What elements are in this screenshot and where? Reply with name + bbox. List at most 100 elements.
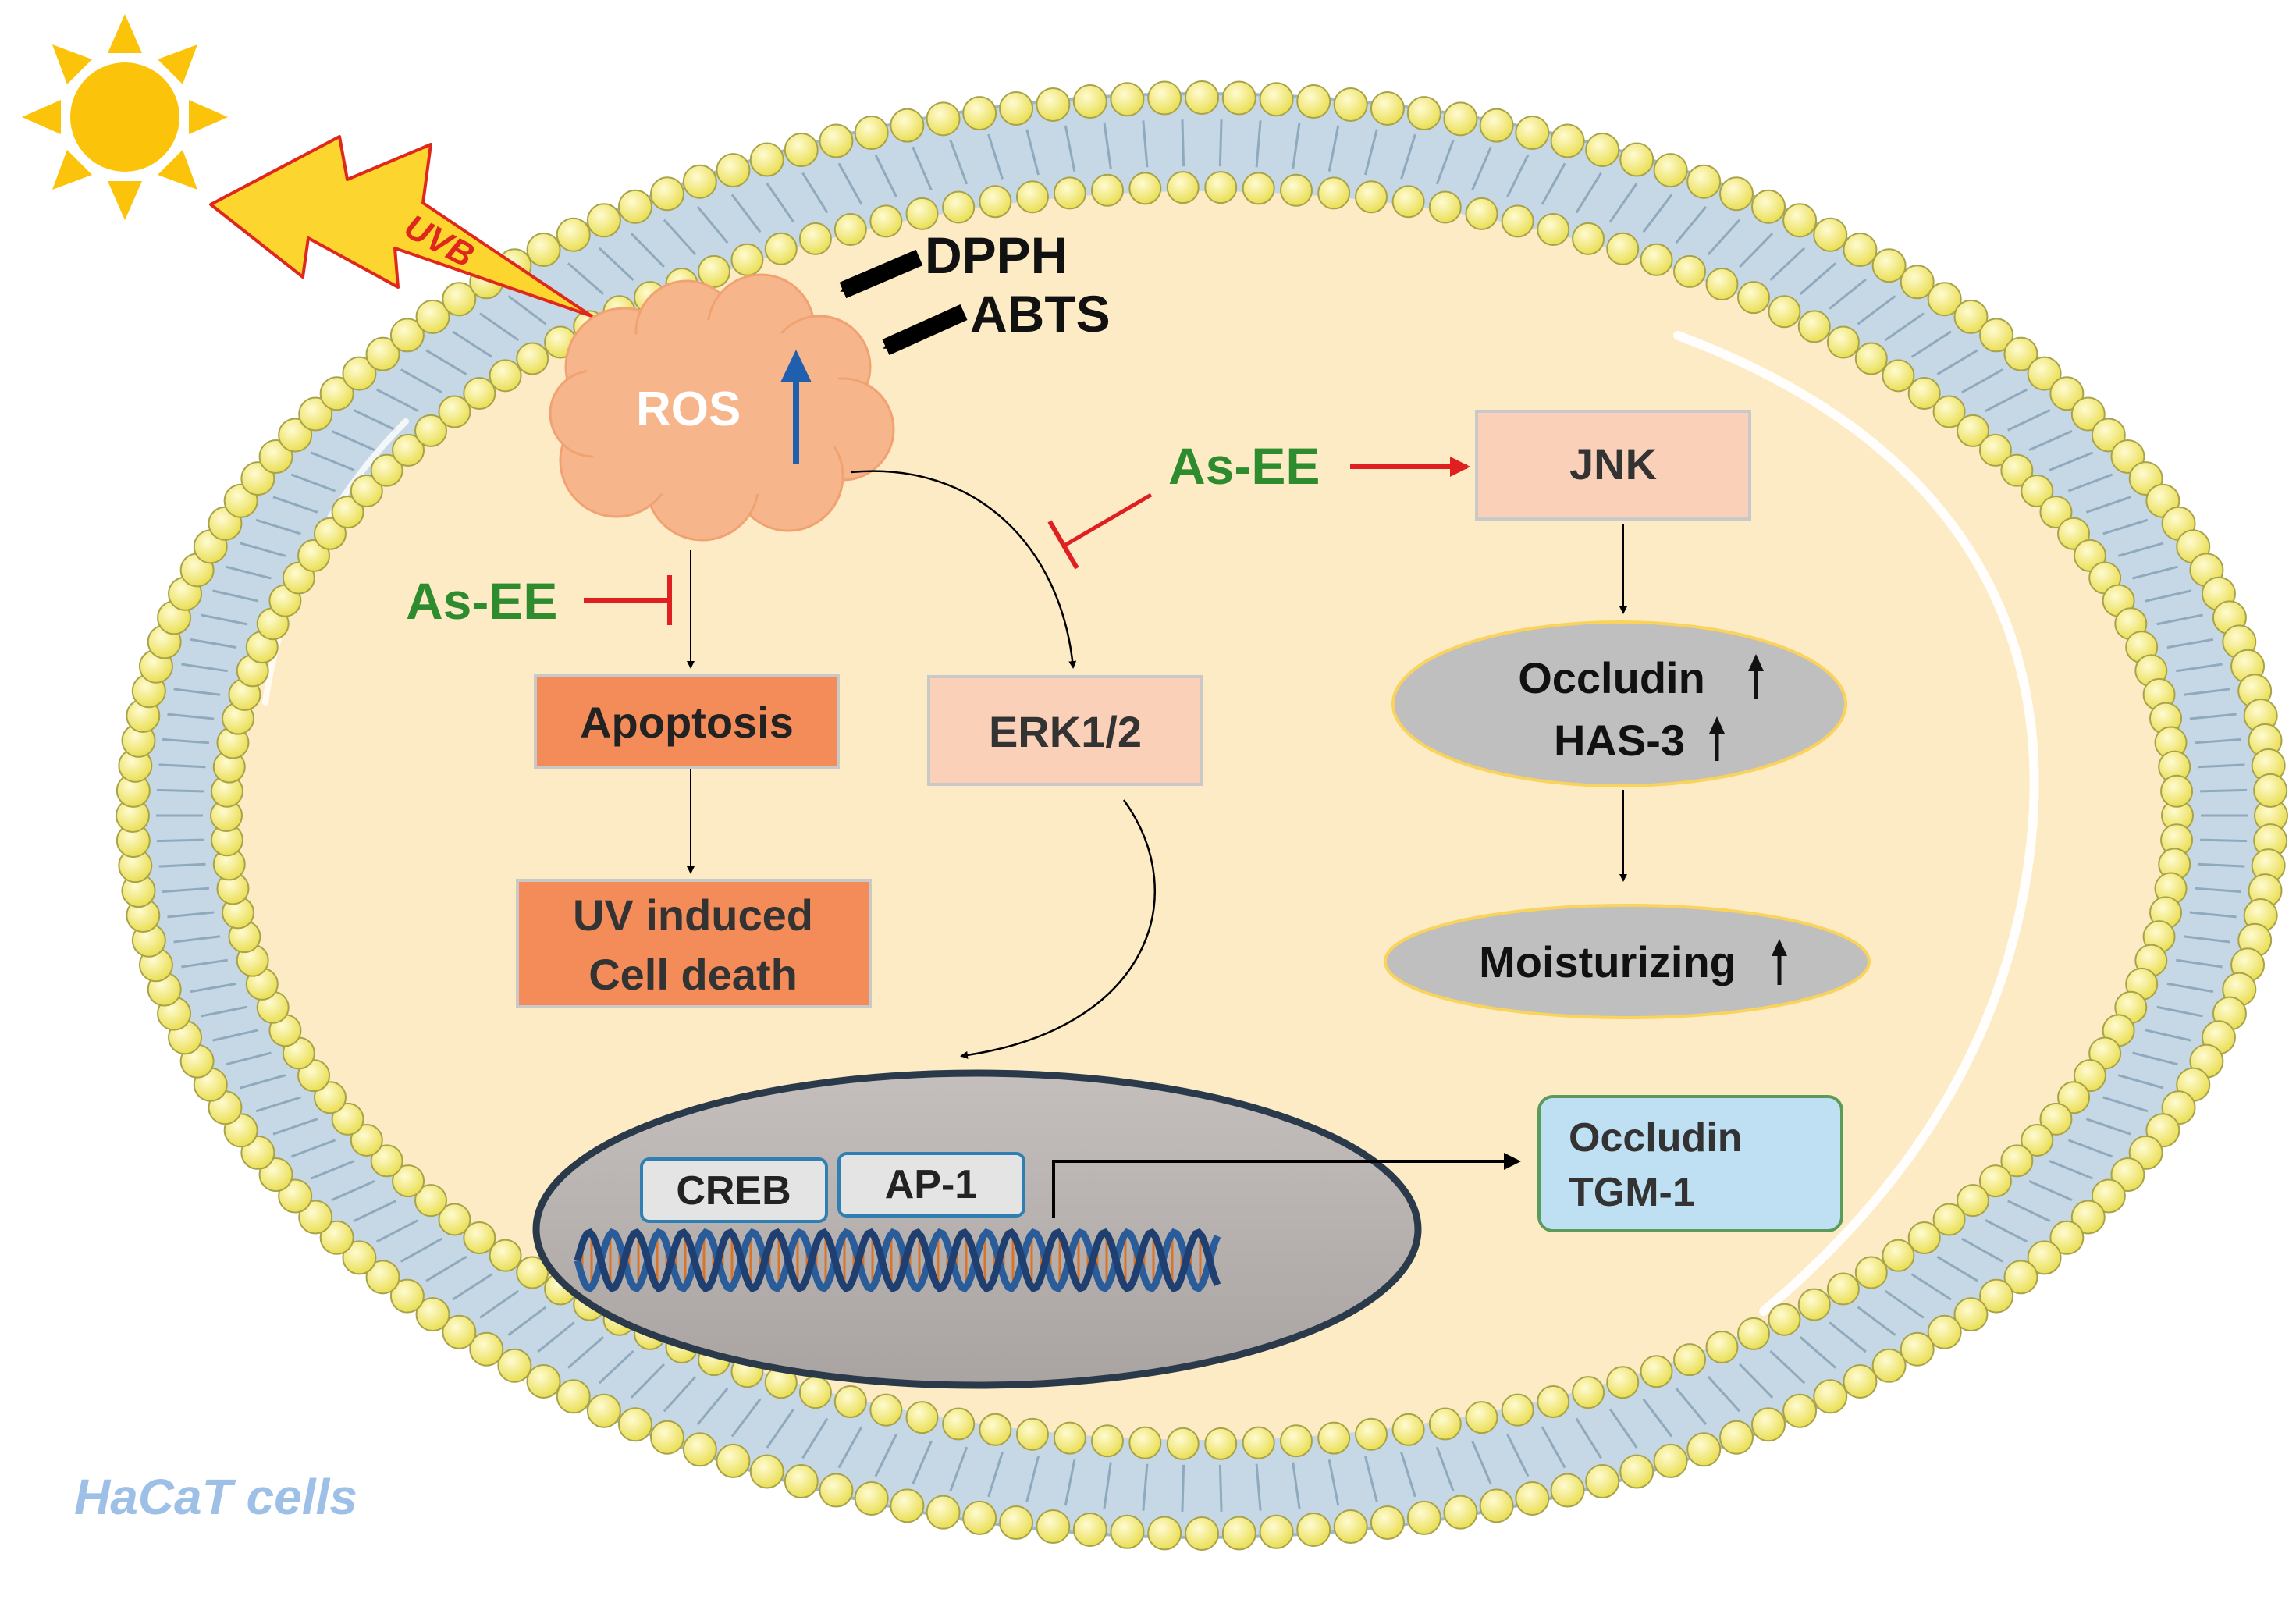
lipid-tail	[537, 1321, 575, 1353]
lipid-head	[298, 1200, 333, 1235]
lipid-tail	[1541, 162, 1566, 205]
lipid-head	[1391, 1413, 1425, 1446]
lipid-tail	[2189, 713, 2237, 720]
lipid-head	[342, 356, 377, 391]
lipid-tail	[801, 172, 829, 214]
lipid-tail	[1218, 1464, 1223, 1512]
lipid-head	[1619, 142, 1654, 177]
lipid-head	[890, 108, 925, 143]
lipid-tail	[1400, 1452, 1416, 1498]
lipid-tail	[1936, 349, 1978, 375]
lipid-head	[1686, 1432, 1722, 1467]
lipid-head	[1428, 1407, 1462, 1441]
lipid-head	[730, 243, 764, 276]
lipid-head	[2091, 418, 2126, 453]
lipid-head	[1572, 1376, 1605, 1409]
lipid-tail	[2156, 1005, 2203, 1018]
lipid-tail	[158, 862, 206, 868]
lipid-head	[1090, 173, 1124, 207]
lipid-head	[1737, 281, 1771, 315]
lipid-tail	[2176, 958, 2223, 969]
lipid-head	[1843, 1363, 1878, 1399]
lipid-tail	[2189, 911, 2237, 919]
lipid-head	[869, 1393, 903, 1427]
lipid-tail	[2028, 429, 2073, 451]
lipid-tail	[1025, 1456, 1040, 1502]
as-ee-inhibit-erk-line	[1061, 492, 1153, 549]
lipid-head	[1826, 325, 1860, 359]
lipid-head	[516, 1256, 549, 1289]
ap1-label: AP-1	[885, 1162, 977, 1207]
dna-strand	[574, 1228, 1221, 1293]
lipid-tail	[598, 247, 634, 282]
lipid-head	[1705, 1331, 1739, 1364]
lipid-head	[586, 1393, 621, 1428]
lipid-head	[1932, 395, 1966, 428]
lipid-tail	[425, 1256, 467, 1282]
dpph-label: DPPH	[925, 226, 1068, 284]
lipid-head	[414, 414, 448, 447]
dpph-arrow-icon	[839, 249, 923, 299]
lipid-tail	[2049, 1160, 2094, 1180]
lipid-head	[414, 1184, 448, 1218]
lipid-head	[1185, 80, 1219, 115]
lipid-tail	[2200, 788, 2248, 793]
lipid-head	[1537, 1385, 1570, 1418]
lipid-head	[1550, 1473, 1585, 1508]
lipid-head	[2000, 1144, 2034, 1178]
lipid-head	[1479, 108, 1514, 143]
lipid-head	[682, 164, 717, 199]
lipid-head	[1221, 80, 1256, 116]
lipid-tail	[837, 162, 863, 205]
lipid-tail	[2198, 862, 2245, 868]
lipid-tail	[912, 1440, 933, 1485]
lipid-tail	[1936, 1256, 1978, 1282]
lipid-tail	[2117, 1074, 2164, 1090]
membrane-lipid-tails	[156, 119, 2248, 1512]
lipid-tail	[2166, 982, 2214, 994]
lipid-tail	[1642, 1398, 1673, 1438]
lipid-head	[999, 91, 1034, 126]
lipid-head	[2039, 496, 2073, 529]
lipid-tail	[479, 312, 520, 342]
lipid-head	[1355, 180, 1388, 214]
lipid-tail	[1471, 1440, 1492, 1485]
erk-to-nucleus-arrow	[960, 799, 1157, 1059]
lipid-tail	[1961, 1237, 2003, 1263]
lipid-tail	[1292, 1462, 1301, 1509]
lipid-tail	[1642, 194, 1673, 233]
lipid-head	[365, 1260, 400, 1295]
lipid-tail	[663, 219, 697, 256]
erk-label: ERK1/2	[989, 707, 1142, 756]
lipid-tail	[1364, 129, 1378, 176]
lipid-head	[1953, 299, 1989, 334]
lipid-tail	[162, 738, 210, 745]
lipid-tail	[1829, 1321, 1867, 1353]
lightning-bolt-icon: UVB	[209, 135, 593, 318]
lipid-head	[1053, 1421, 1086, 1455]
lipid-tail	[1471, 146, 1492, 191]
cell-type-label: HaCaT cells	[74, 1469, 357, 1525]
lipid-tail	[400, 1237, 442, 1263]
lipid-head	[618, 189, 653, 224]
target-genes-box	[1537, 1095, 1843, 1232]
lipid-head	[1900, 265, 1935, 300]
lipid-head	[1907, 377, 1941, 411]
lipid-head	[1750, 189, 1786, 224]
lipid-tail	[2183, 935, 2230, 944]
lipid-head	[365, 336, 400, 371]
lipid-head	[1606, 232, 1640, 265]
abts-arrow-icon	[882, 304, 968, 356]
lipid-head	[1907, 1221, 1941, 1254]
lipid-head	[2027, 356, 2062, 391]
lipid-head	[331, 496, 364, 529]
lipid-tail	[949, 1446, 969, 1491]
lipid-tail	[1910, 1273, 1952, 1301]
ros-label: ROS	[636, 382, 741, 436]
lipid-head	[1854, 342, 1888, 375]
lipid-head	[682, 1432, 717, 1467]
lipid-tail	[766, 183, 795, 223]
lipid-head	[999, 1505, 1034, 1541]
cell-death-box	[516, 879, 872, 1008]
lipid-head	[2057, 517, 2091, 550]
